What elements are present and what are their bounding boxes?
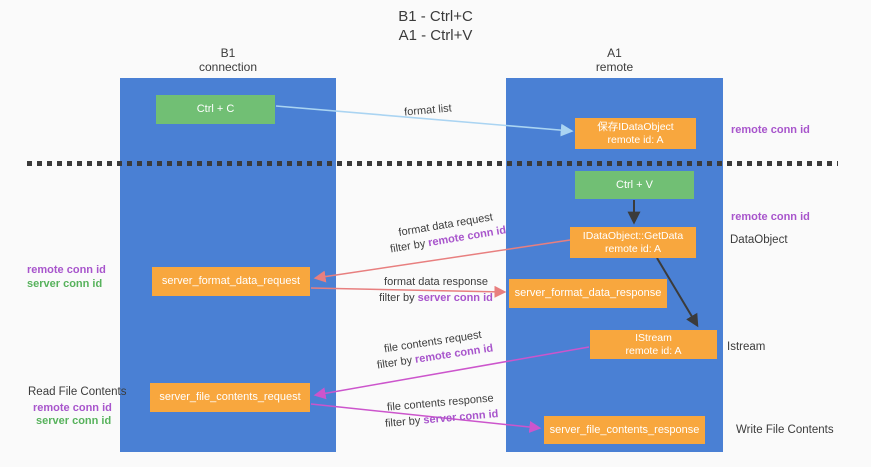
column-name-a1: A1	[607, 46, 622, 60]
filter-by-prefix: filter by	[379, 292, 418, 304]
flow-label-format-data-request: format data request filter by remote con…	[387, 209, 508, 258]
node-server-file-contents-request-label: server_file_contents_request	[159, 391, 301, 403]
flow-label-format-list: format list	[404, 101, 453, 120]
flow-label-format-data-response-title: format data response	[384, 276, 488, 288]
diagram-title: B1 - Ctrl+C A1 - Ctrl+V	[0, 7, 871, 45]
label-server-conn-id-left-2: server conn id	[36, 415, 112, 427]
node-server-file-contents-request: server_file_contents_request	[150, 383, 310, 412]
node-ctrl-v-label: Ctrl + V	[616, 178, 653, 191]
node-istream-line1: IStream	[635, 331, 672, 344]
flow-label-file-contents-response: file contents response filter by server …	[383, 390, 499, 432]
title-line-1: B1 - Ctrl+C	[398, 8, 473, 25]
label-dataobject: DataObject	[730, 234, 788, 246]
node-server-format-data-response: server_format_data_response	[509, 279, 667, 308]
label-remote-conn-id-left-1: remote conn id	[27, 264, 106, 276]
label-remote-conn-id-left-2: remote conn id	[33, 402, 112, 414]
column-header-a1: A1 remote	[506, 46, 723, 74]
node-ctrl-c-label: Ctrl + C	[196, 103, 235, 115]
column-role-connection: connection	[198, 60, 258, 74]
label-istream: Istream	[727, 341, 766, 353]
node-idataobject-getdata: IDataObject::GetData remote id: A	[570, 227, 696, 258]
node-save-idataobject-line1: 保存IDataObject	[597, 120, 674, 133]
title-line-2: A1 - Ctrl+V	[398, 27, 473, 44]
label-conn-id-pair-left: remote conn id server conn id	[27, 263, 106, 291]
node-server-file-contents-response-label: server_file_contents_response	[549, 423, 700, 436]
label-remote-conn-id-top-right: remote conn id	[731, 124, 810, 136]
column-header-b1: B1 connection	[120, 46, 336, 74]
flow-label-file-contents-request: file contents request filter by remote c…	[374, 326, 495, 373]
node-save-idataobject: 保存IDataObject remote id: A	[575, 118, 696, 149]
column-role-remote: remote	[595, 60, 634, 74]
column-name-b1: B1	[220, 46, 236, 60]
dashed-divider-line	[27, 161, 838, 166]
node-save-idataobject-line2: remote id: A	[607, 133, 664, 146]
node-server-format-data-request: server_format_data_request	[152, 267, 310, 296]
node-istream: IStream remote id: A	[590, 330, 717, 359]
label-server-conn-id-left-1: server conn id	[27, 278, 103, 290]
label-remote-conn-id-mid-right: remote conn id	[731, 211, 810, 223]
label-read-file-contents: Read File Contents	[28, 386, 127, 398]
node-server-file-contents-response: server_file_contents_response	[544, 416, 705, 444]
node-idataobject-getdata-line1: IDataObject::GetData	[582, 229, 684, 242]
node-ctrl-v: Ctrl + V	[575, 171, 694, 199]
flow-label-format-data-response: format data response filter by server co…	[379, 274, 493, 306]
node-istream-line2: remote id: A	[625, 344, 682, 357]
filter-key-server-conn-id: server conn id	[422, 408, 499, 427]
node-server-format-data-response-label: server_format_data_response	[514, 287, 662, 299]
filter-by-prefix: filter by	[384, 414, 424, 430]
label-write-file-contents: Write File Contents	[736, 424, 834, 436]
node-ctrl-c: Ctrl + C	[156, 95, 275, 124]
node-idataobject-getdata-line2: remote id: A	[604, 242, 662, 255]
flow-label-format-list-text: format list	[403, 102, 453, 119]
filter-key-server-conn-id: server conn id	[417, 292, 493, 304]
node-server-format-data-request-label: server_format_data_request	[161, 275, 301, 287]
flow-label-format-data-response-filter: filter by server conn id	[379, 290, 493, 306]
